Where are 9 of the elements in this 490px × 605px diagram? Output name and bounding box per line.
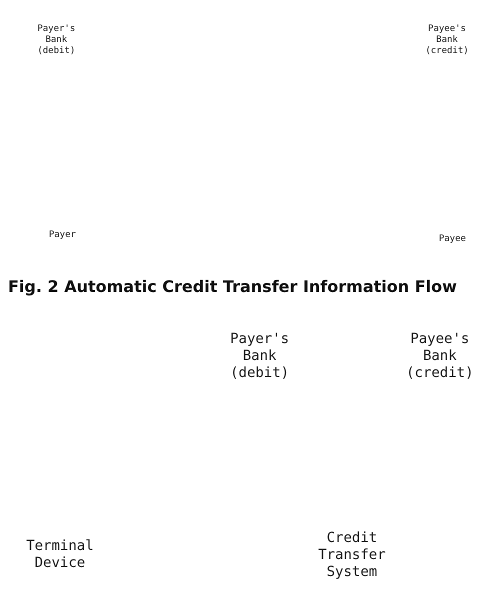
node-label: Payer	[48, 230, 77, 241]
node-label: Payer's Bank (debit)	[229, 331, 290, 382]
figure-caption: Fig. 2 Automatic Credit Transfer Information Flow	[8, 277, 457, 296]
node-label: Payer's Bank (debit)	[36, 24, 76, 56]
node-label: Payee	[438, 234, 467, 245]
node-label: Payee's Bank (credit)	[424, 24, 470, 56]
node-label: Terminal Device	[25, 538, 95, 572]
node-label: Credit Transfer System	[317, 530, 387, 580]
node-label: Payee's Bank (credit)	[405, 331, 475, 382]
